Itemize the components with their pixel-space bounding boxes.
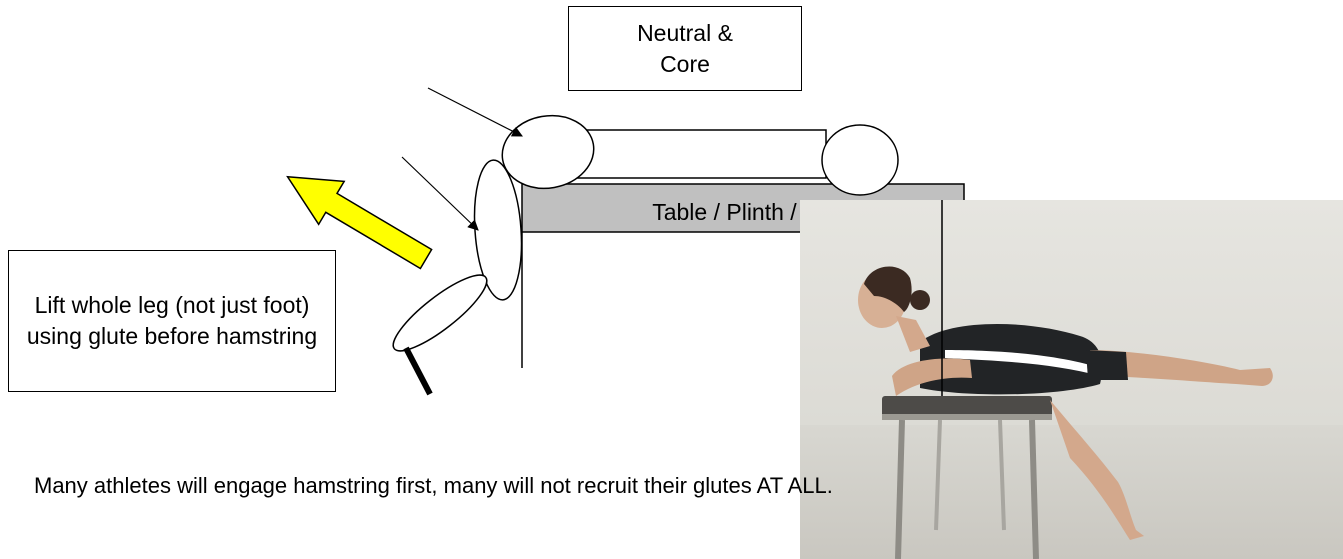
caption-text: Many athletes will engage hamstring firs… — [34, 473, 833, 498]
neutral-core-label: Neutral & Core — [568, 6, 802, 91]
torso-shape — [569, 129, 827, 179]
pointer-arrow-thigh — [401, 156, 479, 231]
exercise-photo — [800, 200, 1343, 559]
pelvis-shape — [501, 114, 595, 190]
lift-direction-arrow — [286, 175, 433, 270]
lift-instruction-text: Lift whole leg (not just foot) using glu… — [26, 292, 318, 349]
foot-shape — [403, 346, 433, 396]
lower-leg-shape — [392, 274, 488, 352]
thigh-shape — [473, 159, 523, 301]
pointer-arrow-pelvis — [427, 87, 523, 137]
lift-instruction-label: Lift whole leg (not just foot) using glu… — [8, 250, 336, 392]
neutral-core-text: Neutral & Core — [637, 19, 733, 77]
head-shape — [821, 124, 899, 196]
